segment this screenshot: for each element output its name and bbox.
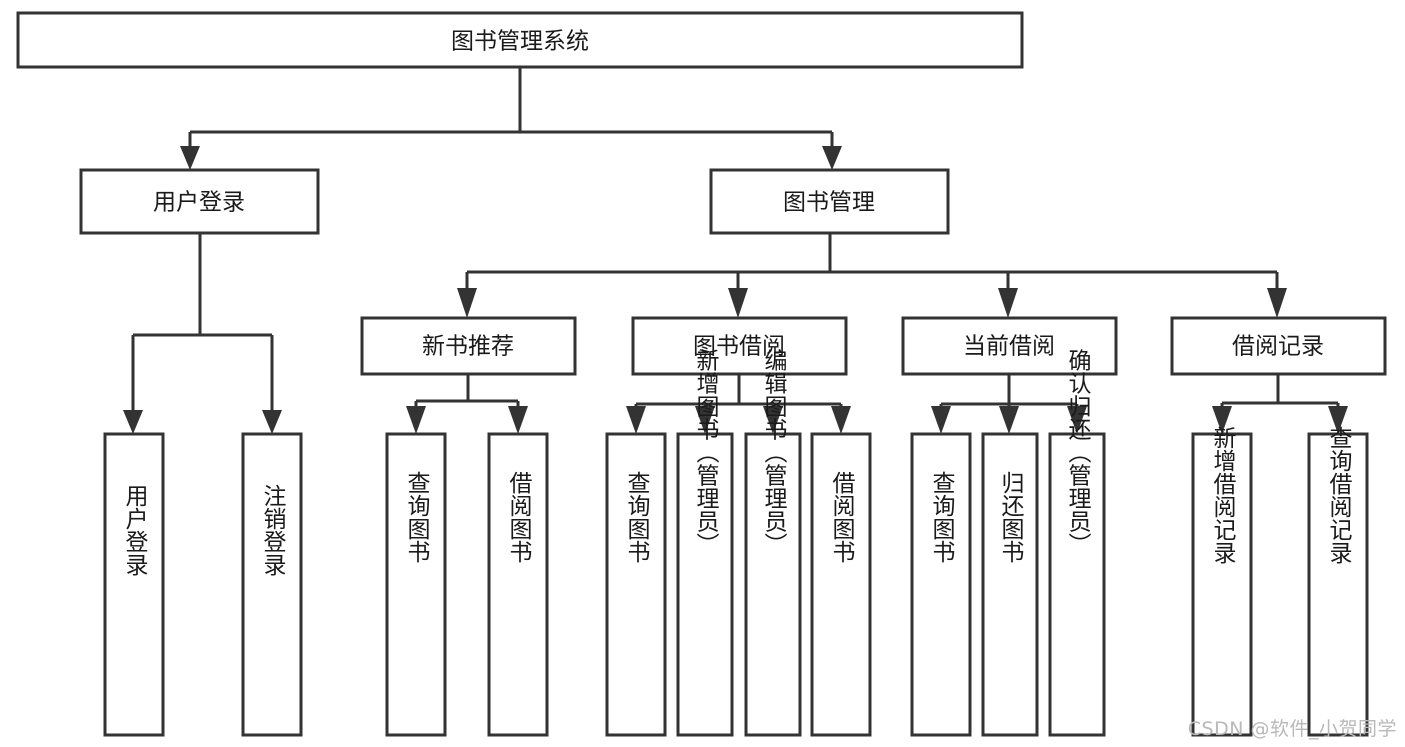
- node-leaf-confirm-return-box[interactable]: [1048, 432, 1106, 737]
- node-new-book-rec[interactable]: 新书推荐: [360, 316, 577, 376]
- node-leaf-query-record-label: 查询借阅记录: [1325, 426, 1353, 564]
- node-current-borrow-box[interactable]: [901, 316, 1118, 376]
- node-leaf-query-book-a-box[interactable]: [385, 432, 447, 737]
- node-root-box[interactable]: [16, 11, 1024, 69]
- node-borrow-record[interactable]: 借阅记录: [1170, 316, 1387, 376]
- node-book-borrow-box[interactable]: [631, 316, 848, 376]
- node-leaf-add-record-box[interactable]: [1191, 432, 1253, 737]
- node-current-borrow[interactable]: 当前借阅: [901, 316, 1118, 376]
- node-leaf-add-book-box[interactable]: [676, 432, 734, 737]
- node-borrow-record-label: 借阅记录: [1232, 334, 1324, 360]
- arrow-head-leaf-borrow-book-a: [508, 406, 528, 434]
- edge-group-root: [180, 67, 842, 170]
- node-leaf-confirm-return-label: 确认归还（管理员）: [1064, 349, 1092, 556]
- arrow-head-user-login: [180, 146, 200, 170]
- node-leaf-query-book-b-label: 查询图书: [623, 471, 651, 563]
- arrow-head-book-manage: [822, 146, 842, 170]
- node-leaf-borrow-book-a[interactable]: 借阅图书: [487, 432, 549, 737]
- node-leaf-query-book-c-label: 查询图书: [928, 471, 956, 563]
- node-leaf-return-book[interactable]: 归还图书: [981, 432, 1039, 737]
- node-leaf-return-book-label: 归还图书: [997, 471, 1025, 563]
- node-user-login-box[interactable]: [79, 168, 320, 235]
- node-book-manage[interactable]: 图书管理: [709, 168, 950, 235]
- node-leaf-user-login[interactable]: 用户登录: [103, 432, 165, 737]
- node-user-login[interactable]: 用户登录: [79, 168, 320, 235]
- node-leaf-query-record-box[interactable]: [1307, 432, 1369, 737]
- arrow-head-leaf-query-record: [1328, 406, 1348, 434]
- node-new-book-rec-box[interactable]: [360, 316, 577, 376]
- edge-group-book-manage: [457, 233, 1287, 318]
- node-leaf-query-book-c[interactable]: 查询图书: [910, 432, 972, 737]
- arrow-head-book-borrow: [728, 288, 748, 318]
- node-leaf-query-book-a-label: 查询图书: [403, 471, 431, 563]
- node-leaf-user-login-label: 用户登录: [121, 484, 149, 576]
- arrow-head-leaf-query-book-b: [626, 406, 646, 434]
- node-leaf-user-login-box[interactable]: [103, 432, 165, 737]
- node-leaf-add-book[interactable]: 新增图书（管理员）: [676, 349, 734, 737]
- node-leaf-confirm-return[interactable]: 确认归还（管理员）: [1048, 349, 1106, 737]
- arrow-head-leaf-return-book: [999, 406, 1019, 434]
- node-leaf-query-record[interactable]: 查询借阅记录: [1307, 426, 1369, 737]
- arrow-head-leaf-add-record: [1212, 406, 1232, 434]
- node-leaf-query-book-a[interactable]: 查询图书: [385, 432, 447, 737]
- node-new-book-rec-label: 新书推荐: [422, 334, 514, 360]
- arrow-head-leaf-confirm-return: [1067, 406, 1087, 434]
- node-book-borrow[interactable]: 图书借阅: [631, 316, 848, 376]
- node-leaf-logout[interactable]: 注销登录: [241, 432, 303, 737]
- node-leaf-add-record[interactable]: 新增借阅记录: [1191, 426, 1253, 737]
- arrow-head-leaf-query-book-c: [931, 406, 951, 434]
- node-leaf-logout-label: 注销登录: [259, 484, 287, 576]
- edge-group-borrow-record: [1212, 374, 1348, 434]
- node-root-label: 图书管理系统: [451, 29, 589, 55]
- node-leaf-query-book-c-box[interactable]: [910, 432, 972, 737]
- node-book-borrow-label: 图书借阅: [693, 334, 785, 360]
- arrow-head-leaf-add-book: [695, 406, 715, 434]
- arrow-head-borrow-record: [1267, 288, 1287, 318]
- node-leaf-return-book-box[interactable]: [981, 432, 1039, 737]
- arrow-head-leaf-logout: [262, 410, 282, 434]
- node-user-login-label: 用户登录: [153, 190, 245, 216]
- edge-group-user-login: [123, 233, 282, 434]
- node-root[interactable]: 图书管理系统: [16, 11, 1024, 69]
- arrow-head-leaf-borrow-book-b: [831, 406, 851, 434]
- node-leaf-query-book-b[interactable]: 查询图书: [605, 432, 667, 737]
- node-leaf-edit-book-label: 编辑图书（管理员）: [760, 349, 788, 556]
- arrow-head-leaf-query-book-a: [406, 406, 426, 434]
- node-leaf-query-book-b-box[interactable]: [605, 432, 667, 737]
- node-leaf-add-record-label: 新增借阅记录: [1209, 426, 1237, 564]
- arrow-head-leaf-user-login: [123, 410, 143, 434]
- node-leaf-logout-box[interactable]: [241, 432, 303, 737]
- node-leaf-borrow-book-b[interactable]: 借阅图书: [810, 432, 872, 737]
- node-leaf-add-book-label: 新增图书（管理员）: [692, 349, 720, 556]
- arrow-head-new-book-rec: [457, 288, 477, 318]
- node-borrow-record-box[interactable]: [1170, 316, 1387, 376]
- node-leaf-edit-book-box[interactable]: [744, 432, 802, 737]
- node-book-manage-box[interactable]: [709, 168, 950, 235]
- edge-group-current-borrow: [931, 374, 1087, 434]
- node-current-borrow-label: 当前借阅: [963, 334, 1055, 360]
- arrow-head-current-borrow: [998, 288, 1018, 318]
- node-leaf-borrow-book-b-label: 借阅图书: [828, 471, 856, 563]
- node-leaf-borrow-book-a-box[interactable]: [487, 432, 549, 737]
- arrow-head-leaf-edit-book: [763, 406, 783, 434]
- edge-group-new-book-rec: [406, 374, 528, 434]
- node-leaf-borrow-book-a-label: 借阅图书: [505, 471, 533, 563]
- node-book-manage-label: 图书管理: [783, 190, 875, 216]
- node-leaf-borrow-book-b-box[interactable]: [810, 432, 872, 737]
- node-leaf-edit-book[interactable]: 编辑图书（管理员）: [744, 349, 802, 737]
- edge-group-book-borrow: [626, 374, 851, 434]
